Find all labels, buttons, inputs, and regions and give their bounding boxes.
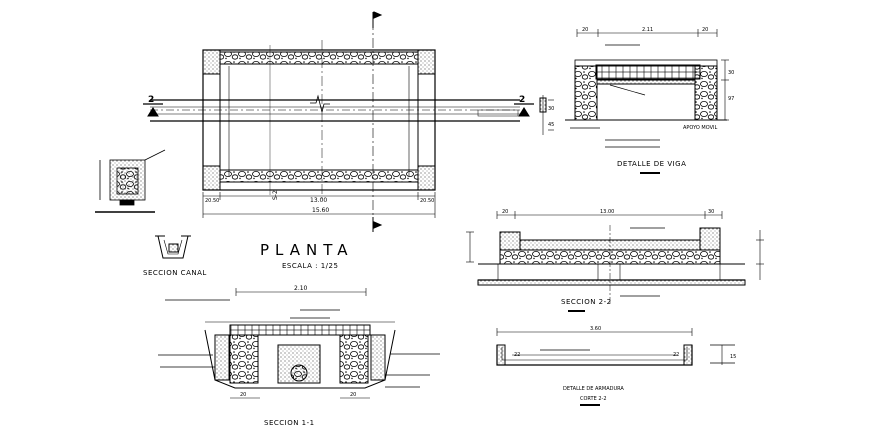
beam-title: DETALLE DE VIGA — [617, 160, 686, 168]
section-1-1-labels: 2.10 20 20 SECCION 1-1 — [240, 285, 356, 427]
section-1-1-title: SECCION 1-1 — [264, 419, 315, 427]
plan-dim-right-bottom: 45 — [548, 122, 554, 128]
plan-labels: PLANTA ESCALA : 1/25 15.60 13.00 20.50 2… — [148, 95, 554, 270]
section-2-2-dim-right: 30 — [708, 209, 714, 215]
section-1-1-dim-right: 20 — [350, 392, 356, 398]
canal-section — [155, 235, 191, 259]
reinforcement-subtitle: CORTE 2-2 — [580, 396, 607, 402]
plan-scale: ESCALA : 1/25 — [282, 262, 338, 270]
beam-dim-h1: 30 — [728, 70, 734, 76]
beam-detail — [565, 29, 729, 174]
plan-dim-left: 20.50 — [205, 198, 219, 204]
section-2-2-dim-left: 20 — [502, 209, 508, 215]
beam-apoyo-label: APOYO MOVIL — [683, 125, 717, 131]
reinforcement-dim-top: 3.60 — [590, 326, 601, 332]
section-2-2-labels: 13.00 20 30 SECCION 2-2 — [502, 209, 714, 306]
section-2-2-dim-top: 13.00 — [600, 209, 614, 215]
plan-dim-right-top: 30 — [548, 106, 554, 112]
reinforcement-dim-h: 15 — [730, 354, 736, 360]
section-2-2-title: SECCION 2-2 — [561, 298, 612, 306]
beam-detail-labels: 2.11 20 20 APOYO MOVIL 30 97 DETALLE DE … — [582, 27, 734, 168]
plan-title: PLANTA — [260, 241, 354, 259]
reinforcement-title: DETALLE DE ARMADURA — [563, 386, 624, 392]
section-1-1-dim-top: 2.10 — [294, 285, 308, 292]
beam-dim-h2: 97 — [728, 96, 734, 102]
section-1-1 — [158, 288, 440, 399]
section-1-1-dim-left: 20 — [240, 392, 246, 398]
reinforcement-detail-labels: 3.60 22 22 15 DETALLE DE ARMADURA CORTE … — [514, 326, 736, 402]
reinforcement-detail — [496, 328, 735, 406]
pit-detail — [95, 149, 166, 213]
plan-section-mark: S-2 — [272, 190, 279, 200]
beam-dim-top: 2.11 — [642, 27, 653, 33]
plan-marker-right: 2 — [519, 95, 525, 105]
plan-view — [143, 11, 554, 232]
section-2-2 — [466, 211, 764, 312]
beam-dim-left: 20 — [582, 27, 588, 33]
beam-dim-right: 20 — [702, 27, 708, 33]
plan-dim-right: 20.50 — [420, 198, 434, 204]
plan-marker-left: 2 — [148, 95, 154, 105]
plan-dim-total: 15.60 — [312, 207, 329, 214]
reinforcement-dim-right: 22 — [673, 352, 679, 358]
canal-title: SECCION CANAL — [143, 269, 207, 277]
plan-dim-inner: 13.00 — [310, 197, 327, 204]
reinforcement-dim-left: 22 — [514, 352, 520, 358]
